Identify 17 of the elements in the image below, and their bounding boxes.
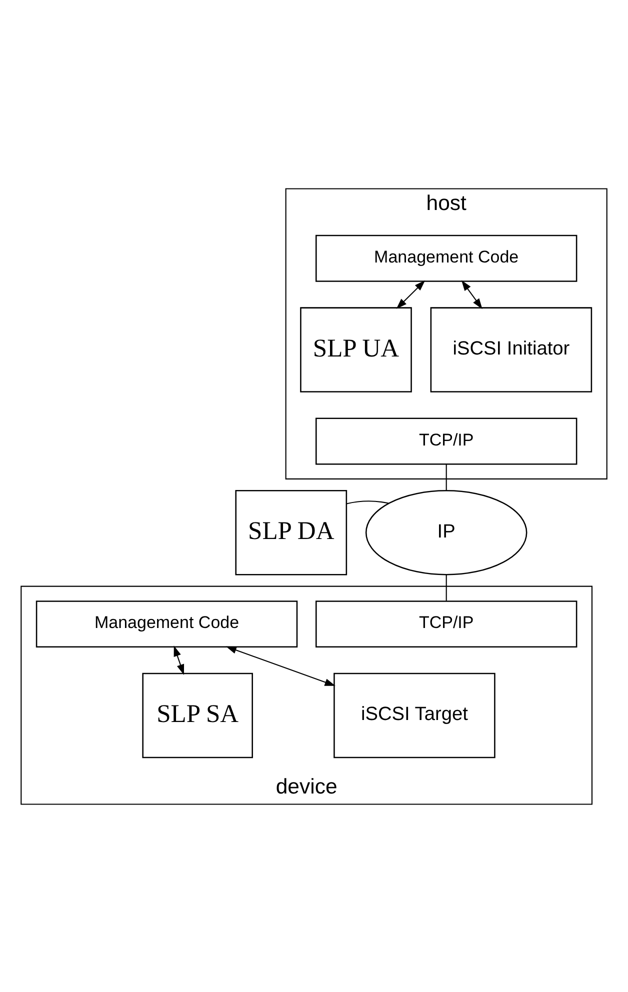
node-box: iSCSI Initiator [430, 306, 592, 392]
node-box: Management Code [36, 600, 298, 648]
arrow [396, 280, 426, 308]
arrow [461, 280, 482, 309]
node-box: TCP/IP [315, 600, 578, 648]
node-box: SLP DA [235, 490, 348, 575]
connector [446, 574, 447, 600]
node-box: Management Code [315, 234, 578, 282]
connector [446, 464, 447, 490]
arrow [226, 646, 336, 686]
node-box: SLP SA [142, 672, 253, 758]
arrow [174, 645, 184, 674]
node-ellipse: IP [365, 490, 528, 575]
node-box: TCP/IP [315, 417, 578, 464]
node-box: SLP UA [300, 306, 412, 392]
node-box: iSCSI Target [334, 672, 496, 758]
connector [346, 500, 389, 504]
